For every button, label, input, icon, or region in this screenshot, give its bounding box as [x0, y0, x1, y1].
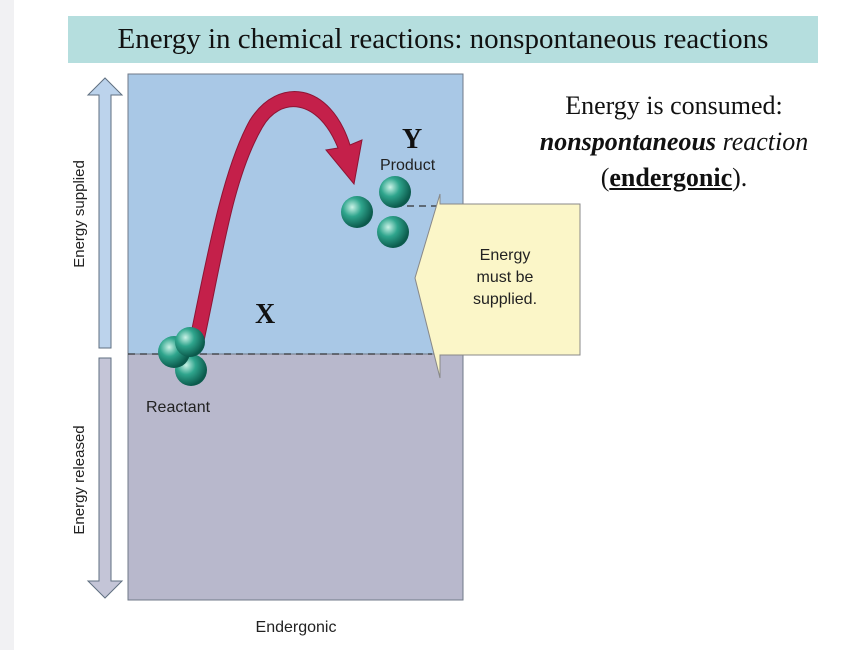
callout-line-1: Energy: [480, 247, 531, 264]
slide-title: Energy in chemical reactions: nonspontan…: [68, 16, 818, 63]
energy-supplied-callout: [414, 193, 581, 379]
paren-close: ).: [732, 163, 748, 192]
marker-x: X: [255, 299, 275, 330]
endergonic-word: endergonic: [609, 163, 733, 192]
description-line-1: Energy is consumed:: [565, 91, 783, 120]
reaction-word: reaction: [716, 127, 809, 156]
marker-y: Y: [402, 124, 422, 155]
energy-supplied-region: [127, 73, 464, 355]
paren-open: (: [600, 163, 610, 192]
left-edge-strip: [0, 0, 14, 650]
description-text: Energy is consumed: nonspontaneous react…: [500, 88, 848, 196]
energy-axis-arrow: [86, 77, 124, 599]
reaction-arrow: [187, 91, 363, 351]
axis-label-energy-released: Energy released: [71, 425, 88, 534]
diagram-caption: Endergonic: [256, 619, 337, 636]
nonspontaneous-word: nonspontaneous: [539, 127, 717, 156]
callout-line-3: supplied.: [473, 291, 537, 308]
reactant-label: Reactant: [146, 399, 211, 416]
axis-label-energy-supplied: Energy supplied: [71, 160, 88, 268]
description-line-3: (endergonic).: [500, 160, 848, 196]
product-label: Product: [380, 157, 436, 174]
reactant-molecule: [158, 327, 207, 386]
product-molecule: [341, 176, 411, 248]
energy-released-region: [127, 353, 464, 601]
description-line-2: nonspontaneous reaction: [500, 124, 848, 160]
callout-line-2: must be: [477, 269, 534, 286]
